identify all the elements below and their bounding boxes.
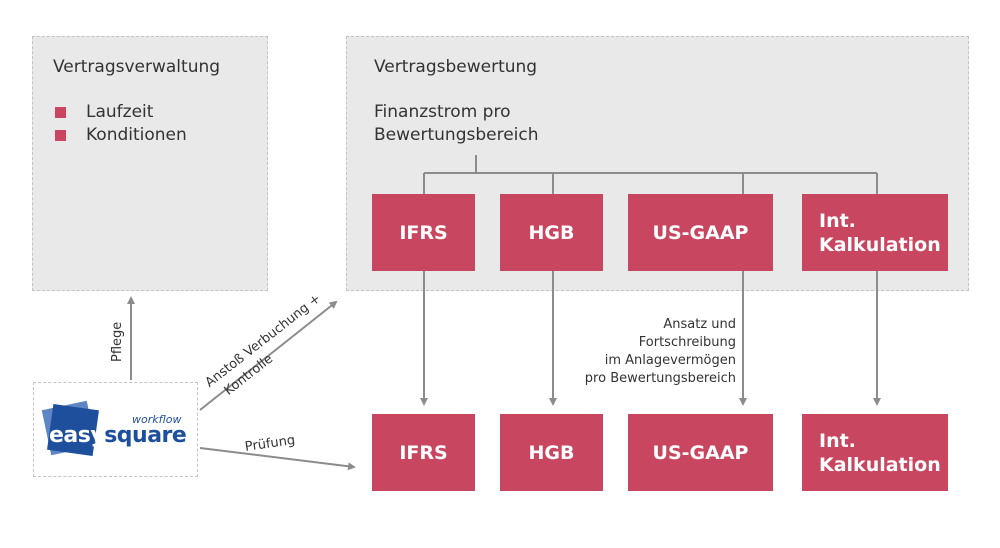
valuation-box-ifrs-top: IFRS bbox=[372, 194, 475, 271]
box-label: HGB bbox=[528, 441, 575, 464]
box-label: Kalkulation bbox=[819, 233, 941, 256]
bullet-square-icon bbox=[55, 130, 66, 141]
list-item-label: Laufzeit bbox=[86, 102, 154, 122]
box-label: US-GAAP bbox=[652, 441, 749, 464]
valuation-box-intkalk-bottom: Int. Kalkulation bbox=[802, 414, 948, 491]
contract-management-title: Vertragsverwaltung bbox=[53, 57, 221, 77]
contract-valuation-title: Vertragsbewertung bbox=[374, 57, 538, 77]
subtitle-line: Bewertungsbereich bbox=[374, 125, 539, 145]
logo-squares-icon bbox=[41, 400, 99, 456]
logo-wordmark: easysquare bbox=[49, 423, 187, 448]
box-label: Int. bbox=[819, 209, 856, 232]
contract-management-list: Laufzeit Konditionen bbox=[55, 101, 187, 147]
valuation-box-usgaap-top: US-GAAP bbox=[628, 194, 773, 271]
asset-note-line: pro Bewertungsbereich bbox=[584, 371, 736, 386]
contract-management-panel: Vertragsverwaltung Laufzeit Konditionen bbox=[32, 36, 268, 291]
box-label: Int. bbox=[819, 429, 856, 452]
cashflow-subtitle: Finanzstrom pro Bewertungsbereich bbox=[374, 101, 539, 147]
valuation-box-ifrs-bottom: IFRS bbox=[372, 414, 475, 491]
asset-note: Ansatz und Fortschreibung im Anlagevermö… bbox=[556, 316, 736, 388]
valuation-box-usgaap-bottom: US-GAAP bbox=[628, 414, 773, 491]
box-label: IFRS bbox=[399, 221, 448, 244]
easysquare-logo-card: workflow easysquare bbox=[33, 382, 198, 477]
bullet-square-icon bbox=[55, 107, 66, 118]
arrow-trigger bbox=[199, 300, 338, 411]
edge-label-maintenance: Pflege bbox=[110, 321, 125, 362]
valuation-box-intkalk-top: Int. Kalkulation bbox=[802, 194, 948, 271]
logo-wordmark-easy: easy bbox=[49, 423, 105, 448]
asset-note-line: Fortschreibung bbox=[638, 335, 736, 350]
logo-wordmark-square: square bbox=[104, 423, 187, 448]
box-label: Kalkulation bbox=[819, 453, 941, 476]
easysquare-logo bbox=[41, 400, 99, 456]
list-item-label: Konditionen bbox=[86, 125, 187, 145]
list-item-term: Laufzeit bbox=[55, 101, 187, 124]
asset-note-line: Ansatz und bbox=[663, 317, 736, 332]
arrow-review bbox=[199, 447, 356, 471]
valuation-box-hgb-bottom: HGB bbox=[500, 414, 603, 491]
box-label: IFRS bbox=[399, 441, 448, 464]
logo-workflow-text: workflow bbox=[132, 413, 182, 426]
list-item-conditions: Konditionen bbox=[55, 124, 187, 147]
box-label: US-GAAP bbox=[652, 221, 749, 244]
asset-note-line: im Anlagevermögen bbox=[604, 353, 736, 368]
box-label: HGB bbox=[528, 221, 575, 244]
valuation-box-hgb-top: HGB bbox=[500, 194, 603, 271]
subtitle-line: Finanzstrom pro bbox=[374, 102, 511, 122]
